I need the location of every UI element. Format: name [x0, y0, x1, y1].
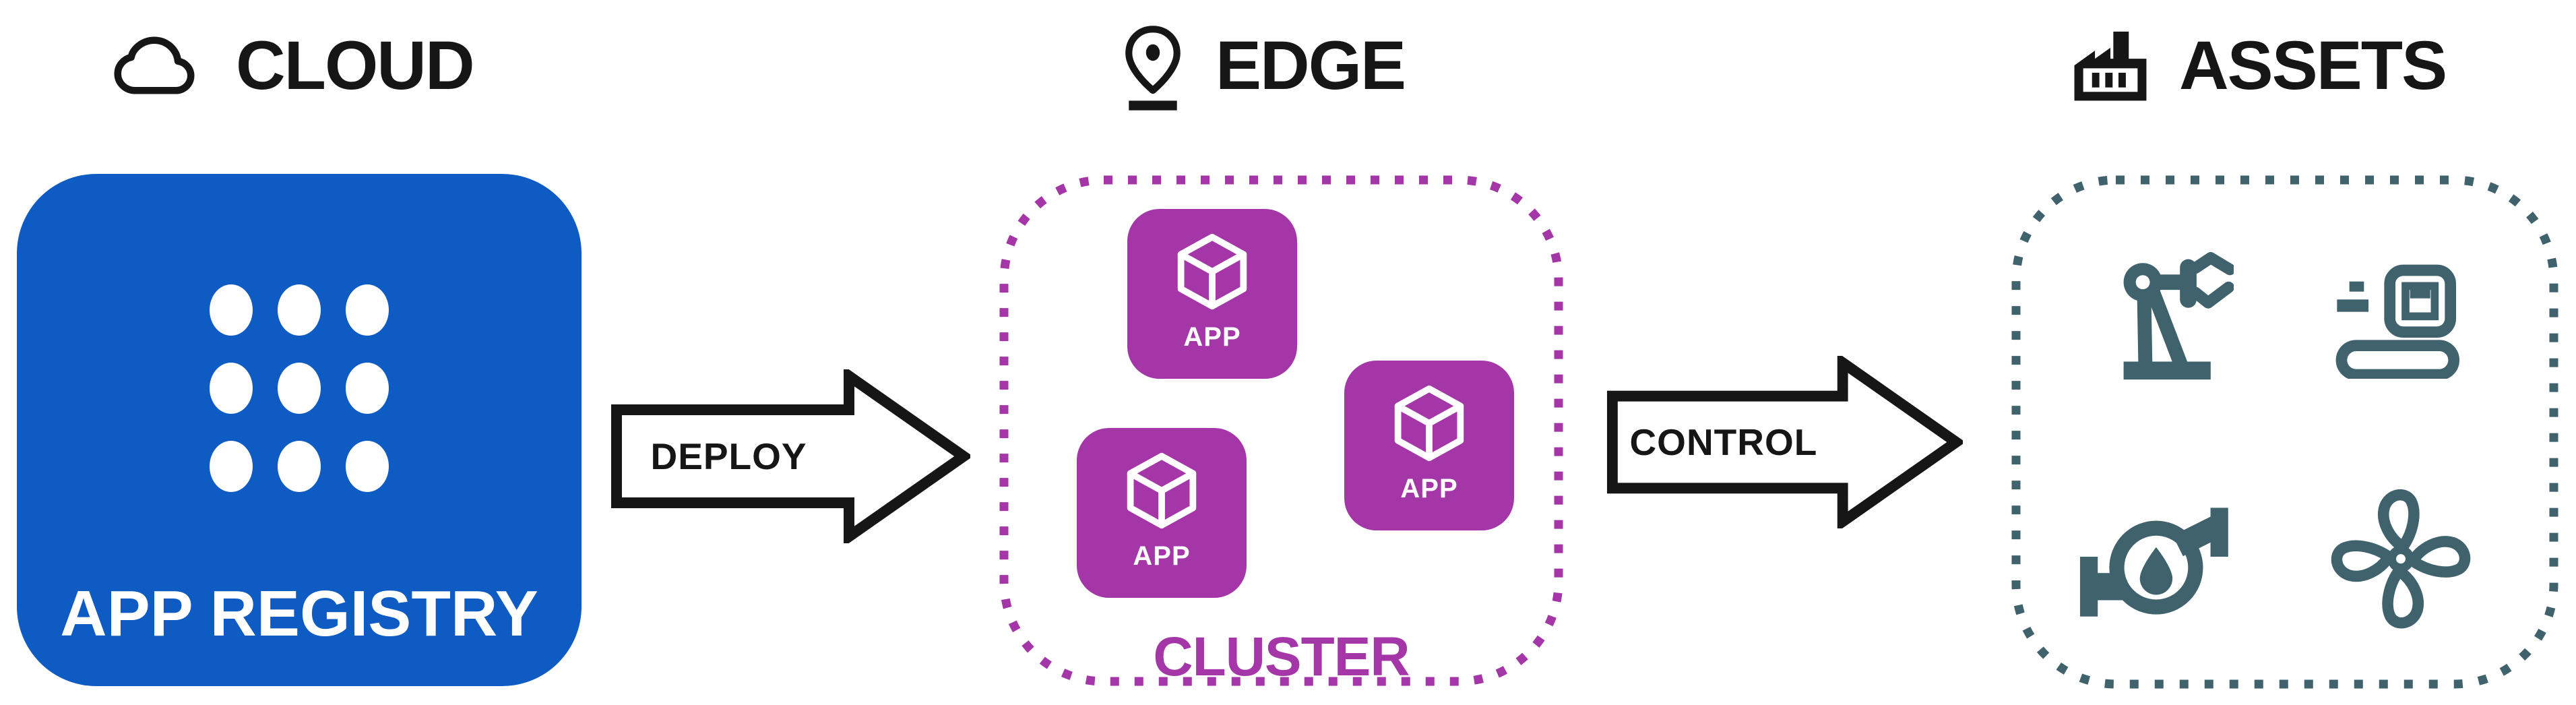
deploy-arrow: DEPLOY [610, 369, 970, 543]
grid-dot [210, 284, 253, 336]
assets-section-header: ASSETS [2070, 15, 2447, 116]
conveyor-icon [2328, 263, 2463, 379]
grid-dot [346, 441, 389, 492]
app-tile: APP [1077, 428, 1247, 598]
pump-icon [2077, 489, 2247, 625]
grid-dot [278, 284, 321, 336]
assets-title: ASSETS [2179, 27, 2447, 104]
arrow-right-icon [1606, 356, 1963, 528]
grid-dot [346, 363, 389, 414]
app-grid-dots-icon [210, 284, 389, 492]
cloud-section-header: CLOUD [101, 15, 475, 116]
app-registry-label: APP REGISTRY [60, 578, 538, 650]
cluster-box: APP APP APP CLUSTER [999, 175, 1563, 687]
control-label: CONTROL [1629, 421, 1818, 463]
deploy-label: DEPLOY [650, 435, 807, 477]
arrow-right-icon [611, 369, 970, 543]
cloud-icon [114, 36, 195, 94]
app-tile: APP [1344, 361, 1514, 530]
app-tile-label: APP [1183, 322, 1241, 352]
cube-icon [1127, 452, 1197, 529]
cluster-dotted-border [999, 175, 1563, 686]
cluster-label: CLUSTER [1153, 626, 1410, 687]
app-tile-label: APP [1133, 541, 1191, 571]
edge-section-header: EDGE [1119, 15, 1406, 116]
assets-dotted-border [2011, 175, 2558, 689]
grid-dot [210, 363, 253, 414]
grid-dot [278, 363, 321, 414]
robot-arm-icon [2106, 251, 2234, 383]
grid-dot [346, 284, 389, 336]
cube-icon [1394, 385, 1464, 462]
app-tile-label: APP [1400, 474, 1458, 503]
factory-icon [2074, 31, 2147, 101]
fan-icon [2327, 477, 2475, 638]
control-arrow: CONTROL [1606, 356, 1963, 528]
grid-dot [278, 441, 321, 492]
cloud-title: CLOUD [236, 27, 475, 104]
map-pin-icon [1125, 26, 1181, 111]
assets-box [2011, 175, 2558, 689]
grid-dot [210, 441, 253, 492]
app-tile: APP [1127, 209, 1297, 379]
cube-icon [1177, 233, 1247, 310]
app-registry-card: APP REGISTRY [17, 174, 582, 686]
edge-title: EDGE [1216, 27, 1406, 104]
